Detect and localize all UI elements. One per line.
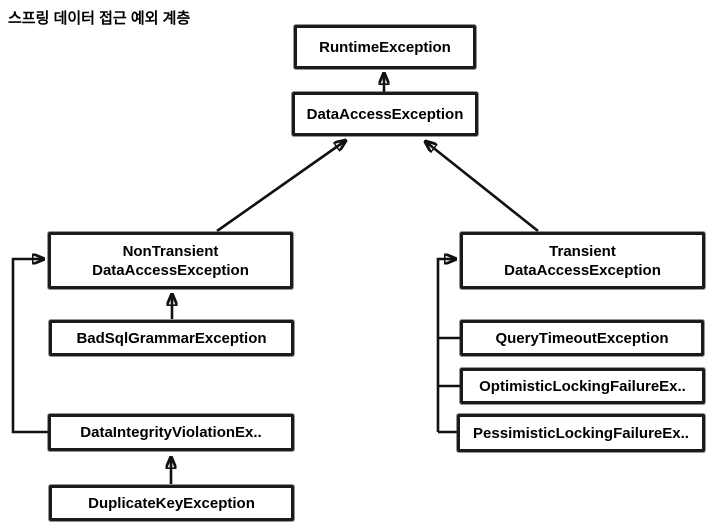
arrow-transient-to-dataaccess <box>426 142 539 233</box>
node-label: DataIntegrityViolationEx.. <box>80 424 262 441</box>
node-transient-data-access-exception: Transient DataAccessException <box>460 232 705 289</box>
node-label: RuntimeException <box>319 38 451 56</box>
node-data-integrity-violation-exception: DataIntegrityViolationEx.. <box>48 414 294 451</box>
node-pessimistic-locking-failure-exception: PessimisticLockingFailureEx.. <box>457 414 705 452</box>
node-label: PessimisticLockingFailureEx.. <box>473 424 689 442</box>
node-label-line1: NonTransient <box>122 242 219 260</box>
node-bad-sql-grammar-exception: BadSqlGrammarException <box>49 320 294 356</box>
node-duplicate-key-exception: DuplicateKeyException <box>49 485 294 521</box>
node-label: OptimisticLockingFailureEx.. <box>479 377 686 395</box>
node-label: DataAccessException <box>306 105 464 123</box>
node-optimistic-locking-failure-exception: OptimisticLockingFailureEx.. <box>460 368 705 404</box>
arrow-nontransient-to-dataaccess <box>216 141 345 233</box>
bracket-arrow-children-to-transient <box>436 259 455 432</box>
page-title: 스프링 데이터 접근 예외 계층 <box>8 10 191 27</box>
node-label: BadSqlGrammarException <box>76 329 267 347</box>
node-data-access-exception: DataAccessException <box>292 92 478 136</box>
node-label: QueryTimeoutException <box>495 329 669 347</box>
node-label-line2: DataAccessException <box>92 261 249 279</box>
node-label-line1: Transient <box>549 242 616 260</box>
node-query-timeout-exception: QueryTimeoutException <box>460 320 704 356</box>
node-non-transient-data-access-exception: NonTransient DataAccessException <box>48 232 293 289</box>
node-label: DuplicateKeyException <box>88 494 255 512</box>
node-runtime-exception: RuntimeException <box>294 25 476 69</box>
node-label-line2: DataAccessException <box>504 261 661 279</box>
bracket-arrow-dataintegrity-to-nontransient <box>11 259 48 434</box>
